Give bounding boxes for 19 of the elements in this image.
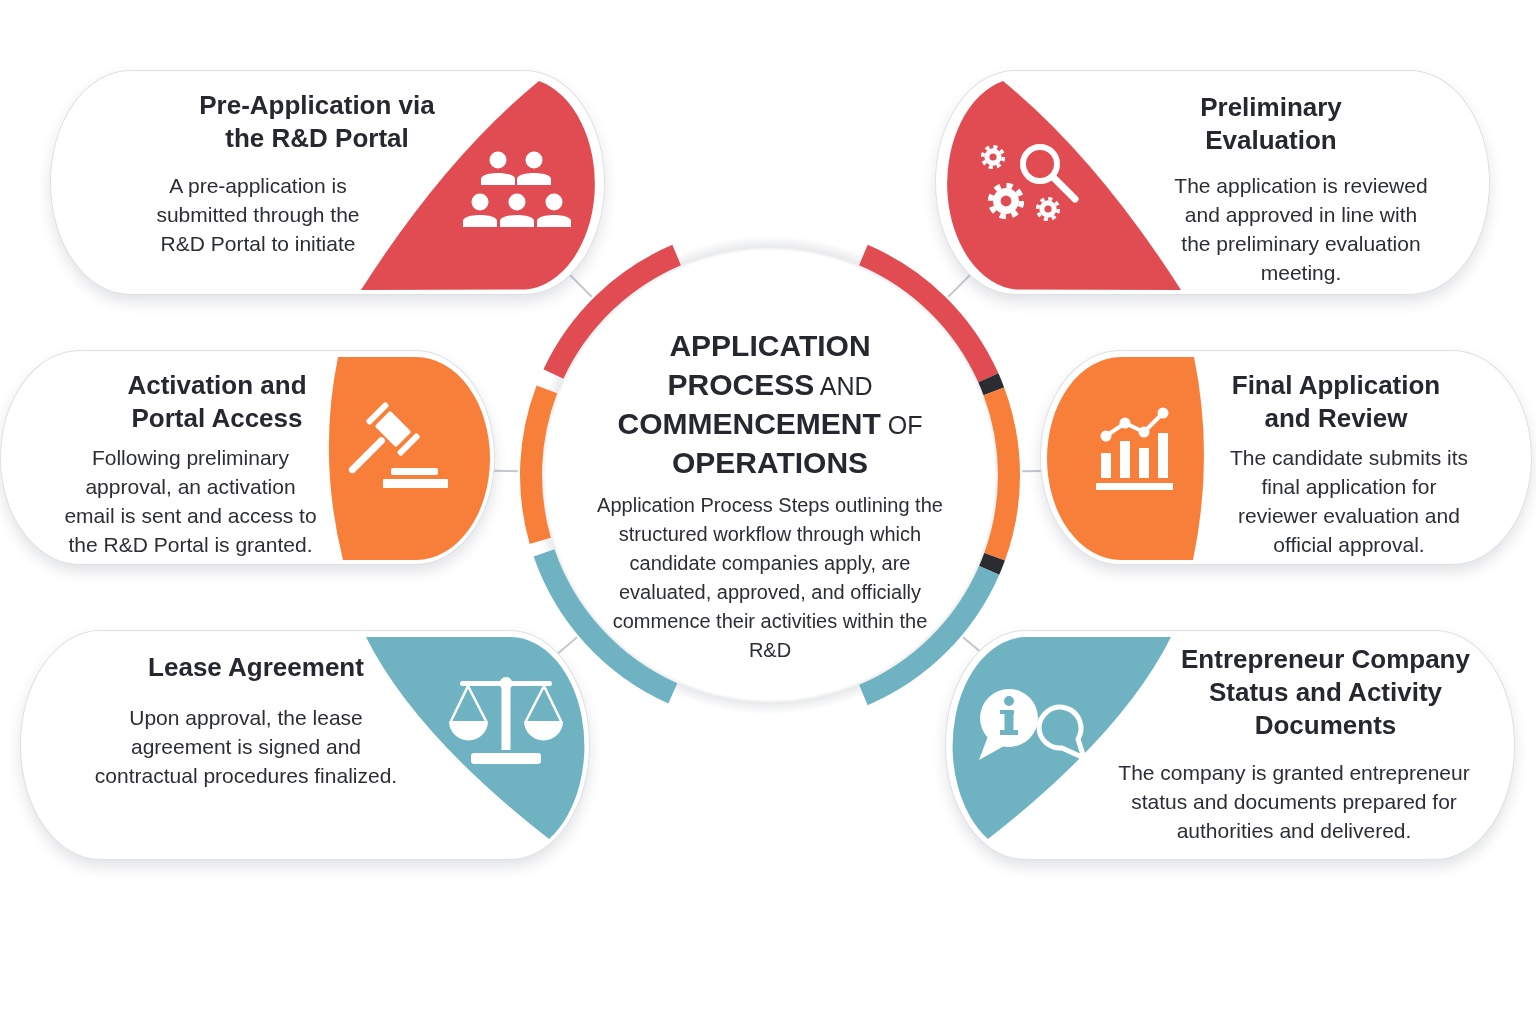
connector-line [947,274,971,298]
connector-line [569,274,593,298]
card-description: The candidate submits its final application for reviewer evaluation and official approval. [1228,445,1470,558]
card-heading: Lease Agreement [147,651,365,684]
card-heading: Entrepreneur Company Status and Activity Documents [1180,643,1471,742]
card-heading: Pre-Application via the R&D Portal [198,89,436,155]
card-heading: Preliminary Evaluation [1199,91,1343,157]
connector-line [962,636,981,653]
card-description: Upon approval, the lease agreement is signed and contractual procedures finalized. [93,705,399,789]
card-heading: Activation and Portal Access [126,369,308,435]
card-description: The application is reviewed and approved in line with the preliminary evaluation meeting. [1173,173,1429,286]
card-heading: Final Application and Review [1230,369,1442,435]
hub-description: Application Process Steps outlining the structured workflow through which candidate companies apply, are evaluated, approved, and officially commence their activities within the R&D [596,493,944,663]
card-description: The company is granted entrepreneur status and documents prepared for authorities and delivered. [1117,760,1471,844]
card-description: A pre-application is submitted through the R&D Portal to initiate [156,173,360,257]
card-description: Following preliminary approval, an activation email is sent and access to the R&D Portal is granted. [63,445,318,558]
step-card [0,350,495,565]
connector-line [556,636,578,655]
hub-title: APPLICATION PROCESS AND COMMENCEMENT OF OPERATIONS [616,328,924,481]
